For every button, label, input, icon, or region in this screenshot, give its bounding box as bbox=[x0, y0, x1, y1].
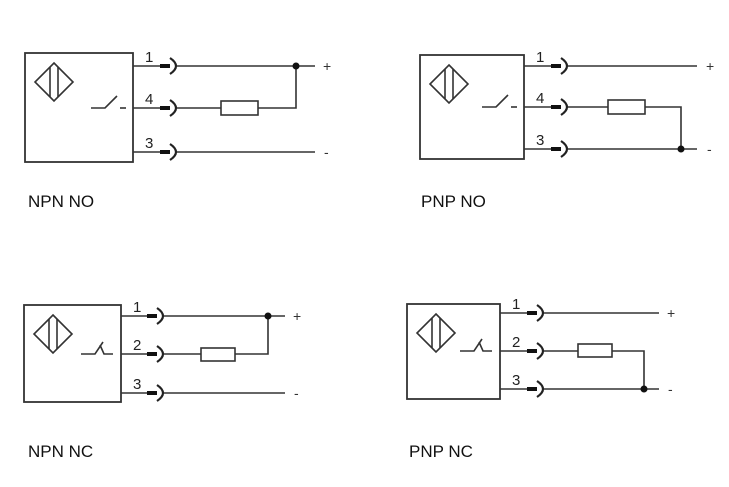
polarity-plus: + bbox=[667, 305, 675, 321]
polarity-plus: + bbox=[323, 58, 331, 74]
load-return-wire bbox=[612, 350, 645, 389]
wire-pin-2: 2 bbox=[500, 334, 578, 360]
caption-pnp-nc: PNP NC bbox=[409, 442, 473, 461]
connector-socket bbox=[560, 98, 569, 116]
polarity-minus: - bbox=[324, 144, 329, 160]
wire-pin-1: 1 bbox=[133, 49, 315, 75]
sensor-housing bbox=[24, 52, 134, 163]
polarity-minus: - bbox=[707, 141, 712, 157]
load-resistor bbox=[220, 100, 259, 116]
polarity-minus: - bbox=[294, 385, 299, 401]
diagram-pnp-no: 1 4 3 + - bbox=[419, 49, 714, 160]
pin-number: 1 bbox=[145, 49, 153, 66]
pin-number: 3 bbox=[145, 135, 153, 152]
junction-dot bbox=[264, 312, 272, 320]
connector-socket bbox=[536, 342, 545, 360]
pin-number: 3 bbox=[512, 372, 520, 389]
pin-number: 1 bbox=[536, 49, 544, 66]
connector-socket bbox=[560, 140, 569, 158]
connector-socket bbox=[169, 99, 178, 117]
sensor-housing bbox=[419, 54, 525, 160]
connector-socket bbox=[169, 57, 178, 75]
wire-pin-4: 4 bbox=[524, 90, 608, 116]
pin-number: 1 bbox=[133, 299, 141, 316]
normally-closed-contact-icon bbox=[81, 341, 113, 355]
connector-socket bbox=[156, 307, 165, 325]
load-return-wire bbox=[645, 106, 682, 149]
diamond-shape bbox=[32, 313, 74, 355]
caption-npn-nc: NPN NC bbox=[28, 442, 94, 461]
pin-number: 1 bbox=[512, 296, 520, 313]
caption-pnp-no: PNP NO bbox=[421, 192, 486, 211]
junction-dot bbox=[677, 145, 685, 153]
wire-pin-1: 1 bbox=[121, 299, 285, 325]
inductive-sensor-icon bbox=[33, 61, 75, 103]
normally-open-contact-icon bbox=[482, 94, 517, 108]
load-resistor bbox=[607, 99, 646, 115]
inductive-sensor-icon bbox=[32, 313, 74, 355]
switch-blade bbox=[81, 341, 113, 355]
load-resistor bbox=[200, 347, 236, 362]
diagram-npn-no: 1 4 3 + - bbox=[24, 49, 331, 163]
junction-dot bbox=[292, 62, 300, 70]
pin-number: 3 bbox=[536, 132, 544, 149]
polarity-plus: + bbox=[706, 58, 714, 74]
wire-pin-1: 1 bbox=[524, 49, 697, 75]
load-return-wire bbox=[258, 66, 297, 109]
wire-pin-3: 3 bbox=[121, 376, 285, 402]
pin-number: 4 bbox=[145, 91, 153, 108]
normally-closed-contact-icon bbox=[460, 338, 492, 352]
diamond-shape bbox=[33, 61, 75, 103]
caption-npn-no: NPN NO bbox=[28, 192, 95, 211]
connector-socket bbox=[156, 384, 165, 402]
pin-number: 2 bbox=[512, 334, 520, 351]
switch-blade bbox=[460, 338, 492, 352]
diagram-npn-nc: 1 2 3 + - bbox=[23, 299, 301, 403]
connector-socket bbox=[536, 380, 545, 398]
pin-number: 4 bbox=[536, 90, 544, 107]
wire-pin-4: 4 bbox=[133, 91, 221, 117]
switch-blade bbox=[91, 95, 118, 109]
normally-open-contact-icon bbox=[91, 95, 126, 109]
switch-blade bbox=[482, 94, 509, 108]
load-return-wire bbox=[235, 316, 269, 355]
connector-socket bbox=[169, 143, 178, 161]
polarity-minus: - bbox=[668, 381, 673, 397]
polarity-plus: + bbox=[293, 308, 301, 324]
sensor-housing bbox=[406, 303, 501, 400]
wire-pin-3: 3 bbox=[500, 372, 659, 398]
inductive-sensor-icon bbox=[415, 312, 457, 354]
diagram-pnp-nc: 1 2 3 + - bbox=[406, 296, 675, 400]
connector-socket bbox=[560, 57, 569, 75]
diamond-shape bbox=[415, 312, 457, 354]
junction-dot bbox=[640, 385, 648, 393]
diamond-shape bbox=[428, 63, 470, 105]
pin-number: 2 bbox=[133, 337, 141, 354]
connector-socket bbox=[156, 345, 165, 363]
wire-pin-2: 2 bbox=[121, 337, 201, 363]
pin-number: 3 bbox=[133, 376, 141, 393]
load-resistor bbox=[577, 343, 613, 358]
inductive-sensor-icon bbox=[428, 63, 470, 105]
wire-pin-3: 3 bbox=[133, 135, 315, 161]
wire-pin-1: 1 bbox=[500, 296, 659, 322]
connector-socket bbox=[536, 304, 545, 322]
wire-pin-3: 3 bbox=[524, 132, 697, 158]
